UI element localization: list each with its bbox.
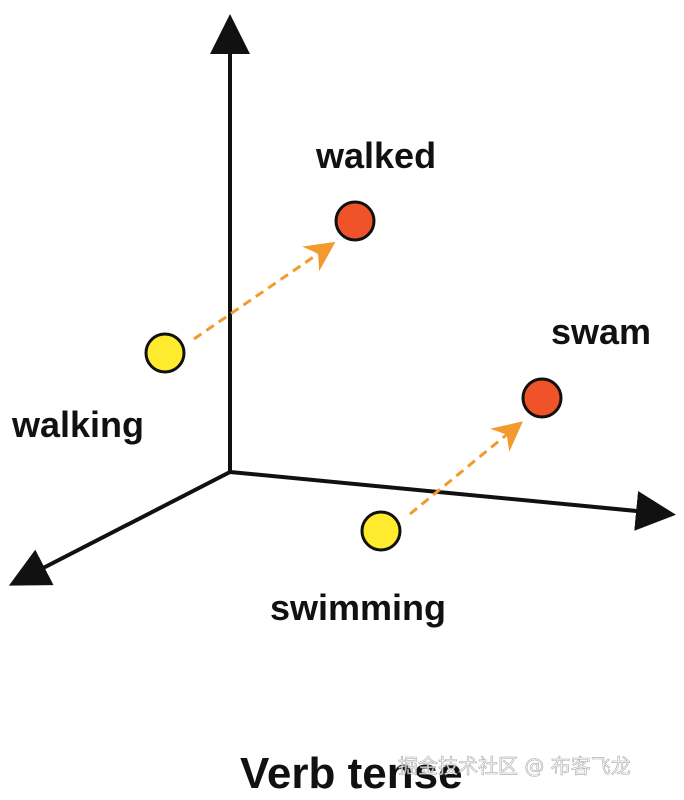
swimming-label: swimming: [270, 587, 446, 628]
watermark-text: 掘金技术社区 @ 布客飞龙: [398, 754, 631, 778]
swimming-point: [360, 510, 402, 552]
walking-point: [144, 332, 186, 374]
walked-point: [334, 200, 376, 242]
walking-label: walking: [11, 404, 144, 445]
z-axis: [8, 470, 231, 586]
x-axis: [229, 470, 676, 531]
axes: [8, 14, 676, 586]
swimming-to-swam-vector: [409, 421, 523, 516]
walking-to-walked-vector: [193, 241, 336, 341]
diagram-caption: Verb tense: [240, 749, 463, 798]
swam-label: swam: [551, 311, 651, 352]
walked-label: walked: [315, 135, 436, 176]
swam-point: [521, 377, 563, 419]
